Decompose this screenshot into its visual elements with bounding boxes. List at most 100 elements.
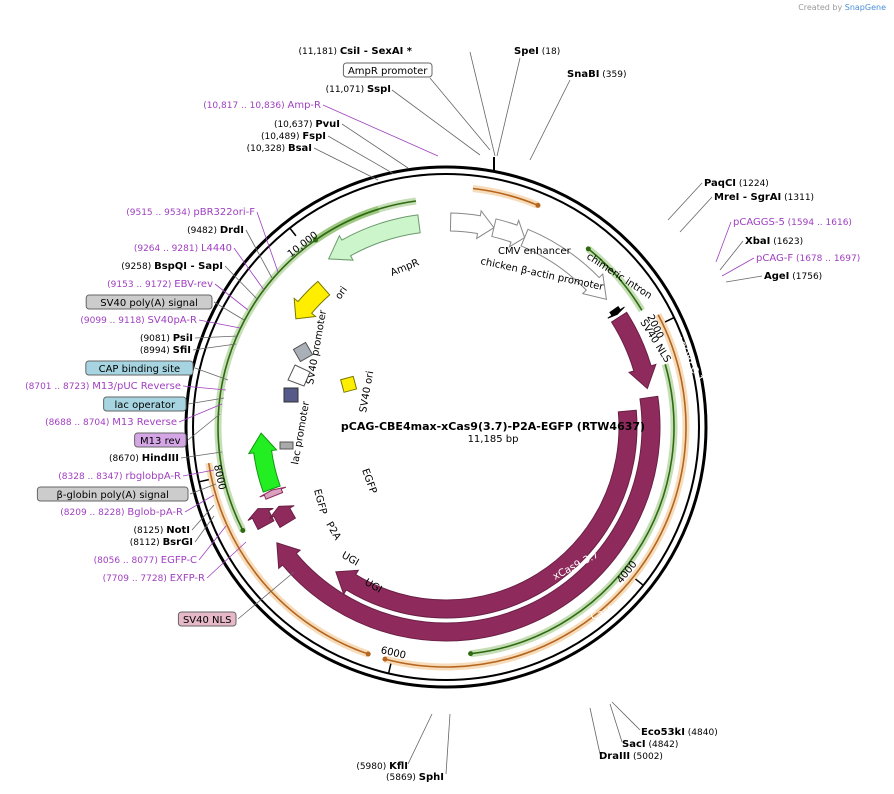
- ampr-label: AmpR: [389, 257, 421, 278]
- label-left-23[interactable]: (8112) BsrGI: [130, 537, 193, 548]
- feature-sv40-nls[interactable]: [607, 305, 625, 319]
- ori-label: ori: [333, 285, 349, 302]
- outer-arc[interactable]: [207, 462, 369, 655]
- label-left-5[interactable]: (9482) DrdI: [187, 225, 244, 236]
- feature-ori[interactable]: [293, 280, 331, 320]
- leader-line: [679, 196, 713, 233]
- sv40-promoter-box[interactable]: [292, 341, 314, 363]
- lac-promoter-box[interactable]: [279, 441, 294, 450]
- feature-chimeric-intron[interactable]: [520, 228, 608, 301]
- label-right-3[interactable]: XbaI (1623): [745, 236, 803, 247]
- label-left-9-box[interactable]: [85, 294, 213, 310]
- leader-line: [589, 707, 601, 755]
- label-left-9: SV40 poly(A) signal: [100, 298, 198, 309]
- label-left-13-box[interactable]: [85, 360, 194, 376]
- label-left-20-box[interactable]: [36, 486, 189, 502]
- egfp-label-1: EGFP: [311, 488, 328, 516]
- label-left-3[interactable]: (10,328) BsaI: [247, 143, 312, 154]
- p2a-label: P2A: [323, 520, 342, 542]
- feature-p2a[interactable]: [259, 486, 287, 500]
- label-left-19[interactable]: (8328 .. 8347) rbglobpA-R: [58, 471, 181, 482]
- feature-arcs: [205, 185, 690, 671]
- label-right-2[interactable]: pCAGGS-5 (1594 .. 1616): [733, 217, 852, 228]
- label-left-24[interactable]: (8056 .. 8077) EGFP-C: [94, 555, 197, 566]
- leader-line: [429, 77, 491, 151]
- label-left-8[interactable]: (9153 .. 9172) EBV-rev: [107, 279, 213, 290]
- leader-line: [529, 79, 571, 161]
- label-left-26-box[interactable]: [177, 611, 237, 627]
- leader-line: [391, 89, 481, 156]
- label-spei[interactable]: SpeI (18): [514, 46, 560, 57]
- label-left-17-box[interactable]: [134, 432, 187, 448]
- leader-line: [725, 275, 763, 283]
- label-ampr-promoter-box[interactable]: [342, 62, 433, 78]
- label-left-4[interactable]: (9515 .. 9534) pBR322ori-F: [126, 207, 255, 218]
- outer-arc[interactable]: [470, 364, 675, 655]
- label-left-1[interactable]: (10,637) PvuI: [274, 119, 340, 130]
- leader-line: [327, 135, 395, 175]
- outer-arc[interactable]: [384, 314, 687, 668]
- label-right-4[interactable]: pCAG-F (1678 .. 1697): [756, 253, 860, 264]
- label-left-22[interactable]: (8125) NotI: [133, 525, 190, 536]
- sv40-ori-box[interactable]: [340, 375, 358, 393]
- outer-arc[interactable]: [587, 248, 643, 311]
- label-left-11[interactable]: (9081) PsiI: [140, 333, 193, 344]
- leader-line: [182, 469, 215, 477]
- leader-line: [213, 301, 245, 321]
- ruler-tick: [387, 663, 392, 674]
- label-left-26: SV40 NLS: [183, 615, 232, 626]
- backbone-inner-ring: [192, 173, 700, 681]
- label-eco53ki[interactable]: Eco53kI (4840): [641, 727, 718, 738]
- outer-arc[interactable]: [472, 187, 539, 207]
- feature-egfp[interactable]: [247, 432, 281, 493]
- outer-arc-tip: [365, 651, 371, 657]
- label-left-14[interactable]: (8701 .. 8723) M13/pUC Reverse: [25, 381, 181, 392]
- label-leader-lines: [178, 51, 763, 775]
- leader-line: [187, 397, 225, 405]
- sv40-promoter-arrow[interactable]: [287, 364, 311, 387]
- ruler-tick: [664, 316, 675, 323]
- label-saci[interactable]: SacI (4842): [622, 739, 678, 750]
- label-sspi[interactable]: (11,071) SspI: [326, 84, 391, 95]
- label-left-10[interactable]: (9099 .. 9118) SV40pA-R: [80, 315, 197, 326]
- outer-arc[interactable]: [315, 200, 417, 241]
- feature-ugi[interactable]: [247, 507, 275, 531]
- label-left-6[interactable]: (9264 .. 9281) L4440: [134, 243, 232, 254]
- feature-xcas9-3-7[interactable]: [335, 409, 638, 619]
- feature-apobec-1[interactable]: [610, 311, 657, 390]
- label-right-0[interactable]: PaqCI (1224): [704, 178, 769, 189]
- outer-arc-tip: [585, 246, 591, 252]
- label-left-18[interactable]: (8670) HindIII: [109, 453, 179, 464]
- label-left-12[interactable]: (8994) SfiI: [140, 345, 191, 356]
- label-csii[interactable]: (11,181) CsiI - SexAI *: [298, 46, 412, 57]
- leader-line: [667, 182, 703, 221]
- leader-line: [245, 229, 273, 279]
- label-left-7[interactable]: (9258) BspQI - SapI: [121, 261, 223, 272]
- feature-ampr[interactable]: [327, 214, 421, 261]
- ugi-label-2: UGI: [340, 550, 361, 569]
- label-left-2[interactable]: (10,489) FspI: [261, 131, 326, 142]
- label-left-25[interactable]: (7709 .. 7728) EXFP-R: [103, 573, 205, 584]
- label-left-21[interactable]: (8209 .. 8228) Bglob-pA-R: [60, 507, 183, 518]
- feature-cmv-enhancer[interactable]: [449, 209, 495, 240]
- label-kfli[interactable]: (5980) KflI: [356, 761, 408, 772]
- label-draiii[interactable]: DraIII (5002): [599, 751, 663, 762]
- leader-line: [206, 541, 247, 579]
- label-right-5[interactable]: AgeI (1756): [764, 271, 822, 282]
- feature-chicken-actin-promoter[interactable]: [491, 218, 526, 248]
- label-left-16[interactable]: (8688 .. 8704) M13 Reverse: [45, 417, 177, 428]
- leader-line: [341, 123, 409, 169]
- label-snabi[interactable]: SnaBI (359): [567, 69, 626, 80]
- feature-ugi[interactable]: [268, 505, 297, 529]
- ruler-tick: [289, 227, 297, 237]
- leader-line: [224, 265, 259, 301]
- leader-line: [237, 571, 295, 620]
- label-right-1[interactable]: MreI - SgrAI (1311): [714, 192, 814, 203]
- label-left-15-box[interactable]: [103, 396, 187, 412]
- lac-operator-box[interactable]: [283, 387, 299, 403]
- egfp-label-2: EGFP: [359, 467, 378, 495]
- label-left-0[interactable]: (10,817 .. 10,836) Amp-R: [203, 100, 321, 111]
- label-sphi[interactable]: (5869) SphI: [386, 772, 444, 783]
- feature-cas9[interactable]: [276, 395, 661, 642]
- label-ampr-promoter: AmpR promoter: [348, 66, 428, 77]
